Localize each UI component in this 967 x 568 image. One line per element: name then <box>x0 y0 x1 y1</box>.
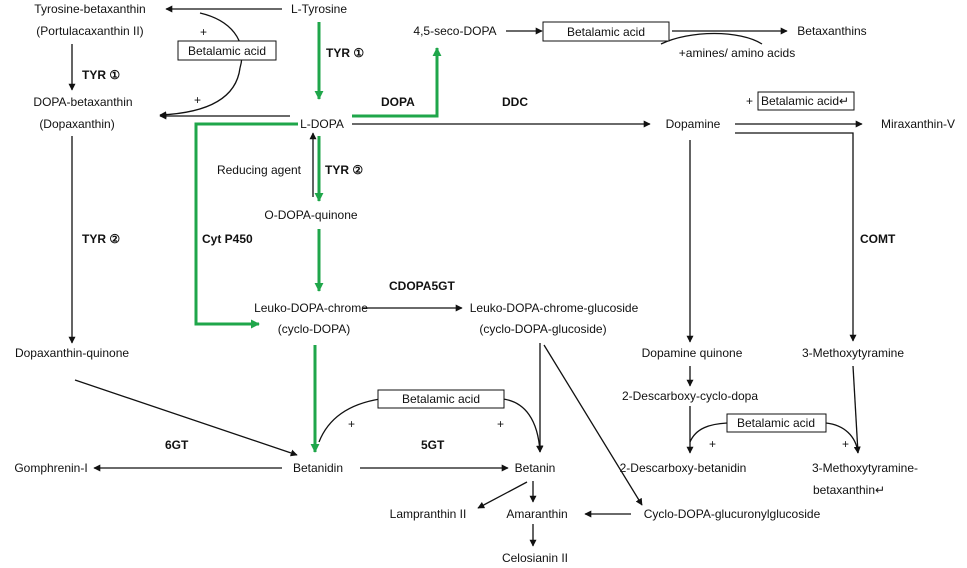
node-amaranthin: Amaranthin <box>506 507 567 521</box>
node-dopaxanthin-quinone: Dopaxanthin-quinone <box>15 346 129 360</box>
node-dopamine-quinone: Dopamine quinone <box>642 346 743 360</box>
arc-amines <box>660 32 763 45</box>
plus-sign-tyrosine: + <box>200 25 207 39</box>
box-betalamic-center <box>377 389 505 409</box>
box-betalamic-left <box>177 40 277 61</box>
node-cyclo-dopa: (cyclo-DOPA) <box>278 322 350 336</box>
arrow-betalamic-to-dopa-betaxanthin <box>159 67 241 119</box>
betalamic-boxes <box>177 21 855 433</box>
arrow-dopamine-to-methoxytyramine <box>735 132 857 342</box>
plus-sign-center-right: + <box>497 417 504 431</box>
node-labels: L-Tyrosine Tyrosine-betaxanthin (Portula… <box>14 2 955 565</box>
enzyme-5gt: 5GT <box>421 438 445 452</box>
enzyme-labels: TYR ① TYR ① TYR ② TYR ② DOPA DDC Cyt P45… <box>82 46 896 452</box>
node-reducing-agent: Reducing agent <box>217 163 302 177</box>
arc-betalamic-right-left <box>689 422 728 443</box>
node-gomphrenin: Gomphrenin-I <box>14 461 87 475</box>
arc-betalamic-center-left <box>318 398 381 443</box>
node-portulacaxanthin: (Portulacaxanthin II) <box>36 24 143 38</box>
node-methoxytyramine: 3-Methoxytyramine <box>802 346 904 360</box>
plus-sign-dopa: + <box>194 93 201 107</box>
node-betaxanthins: Betaxanthins <box>797 24 866 38</box>
node-methoxytyramine-betaxanthin-line2: betaxanthin↵ <box>813 483 885 497</box>
highlighted-arrows <box>194 22 442 453</box>
arrow-methoxytyramine-down <box>852 365 859 454</box>
label-betalamic-top: Betalamic acid <box>567 25 645 39</box>
node-cyclo-dopa-glucuronylglucoside: Cyclo-DOPA-glucuronylglucoside <box>644 507 821 521</box>
box-betalamic-top <box>542 21 670 42</box>
node-seco-dopa: 4,5-seco-DOPA <box>413 24 496 38</box>
plus-sign-right-left: + <box>709 437 716 451</box>
node-miraxanthin: Miraxanthin-V <box>881 117 955 131</box>
node-l-tyrosine: L-Tyrosine <box>291 2 347 16</box>
arrow-betanin-to-lampranthin <box>477 481 528 509</box>
plus-sign-right-right: + <box>842 437 849 451</box>
box-betalamic-right <box>726 413 827 433</box>
node-o-dopa-quinone: O-DOPA-quinone <box>264 208 357 222</box>
betalamic-box-labels: Betalamic acid Betalamic acid Betalamic … <box>188 25 849 430</box>
box-betalamic-dopamine <box>757 91 855 111</box>
node-dopa-betaxanthin: DOPA-betaxanthin <box>33 95 132 109</box>
node-celosianin: Celosianin II <box>502 551 568 565</box>
node-l-dopa: L-DOPA <box>300 117 344 131</box>
plus-dopamine: + <box>746 94 753 108</box>
arrow-ldopa-to-seco-dopa <box>352 47 442 118</box>
enzyme-dopa: DOPA <box>381 95 415 109</box>
arrow-cyt-p450 <box>194 122 298 329</box>
enzyme-ddc: DDC <box>502 95 528 109</box>
enzyme-tyr1-main: TYR ① <box>326 46 364 60</box>
enzyme-tyr2-left: TYR ② <box>82 232 120 246</box>
plus-signs: + + + + + + + <box>194 25 849 451</box>
node-amines: +amines/ amino acids <box>679 46 795 60</box>
label-betalamic-left: Betalamic acid <box>188 44 266 58</box>
enzyme-cdopa5gt: CDOPA5GT <box>389 279 455 293</box>
node-dopaxanthin: (Dopaxanthin) <box>39 117 114 131</box>
label-betalamic-dopamine: Betalamic acid↵ <box>761 94 849 108</box>
enzyme-tyr1-left: TYR ① <box>82 68 120 82</box>
arrow-dopaxanthin-quinone-to-betanidin <box>74 379 298 457</box>
arrow-betalamic-center-to-betanin <box>502 398 544 453</box>
node-lampranthin: Lampranthin II <box>390 507 467 521</box>
node-betanidin: Betanidin <box>293 461 343 475</box>
enzyme-cyt-p450: Cyt P450 <box>202 232 253 246</box>
node-cyclo-dopa-glucoside: (cyclo-DOPA-glucoside) <box>479 322 606 336</box>
pathway-arrows <box>68 5 863 547</box>
label-betalamic-center: Betalamic acid <box>402 392 480 406</box>
enzyme-tyr2-main: TYR ② <box>325 163 363 177</box>
node-methoxytyramine-betaxanthin-line1: 3-Methoxytyramine- <box>812 461 918 475</box>
node-leuko-glucoside: Leuko-DOPA-chrome-glucoside <box>470 301 639 315</box>
node-dopamine: Dopamine <box>666 117 721 131</box>
node-leuko-dopa-chrome: Leuko-DOPA-chrome <box>254 301 368 315</box>
enzyme-6gt: 6GT <box>165 438 189 452</box>
arrow-glucoside-to-glucuronylglucoside <box>543 344 643 506</box>
node-betanin: Betanin <box>515 461 556 475</box>
node-descarboxy-betanidin: 2-Descarboxy-betanidin <box>620 461 747 475</box>
enzyme-comt: COMT <box>860 232 896 246</box>
label-betalamic-right: Betalamic acid <box>737 416 815 430</box>
node-descarboxy-cyclo-dopa: 2-Descarboxy-cyclo-dopa <box>622 389 758 403</box>
plus-sign-center-left: + <box>348 417 355 431</box>
node-tyrosine-betaxanthin: Tyrosine-betaxanthin <box>34 2 145 16</box>
